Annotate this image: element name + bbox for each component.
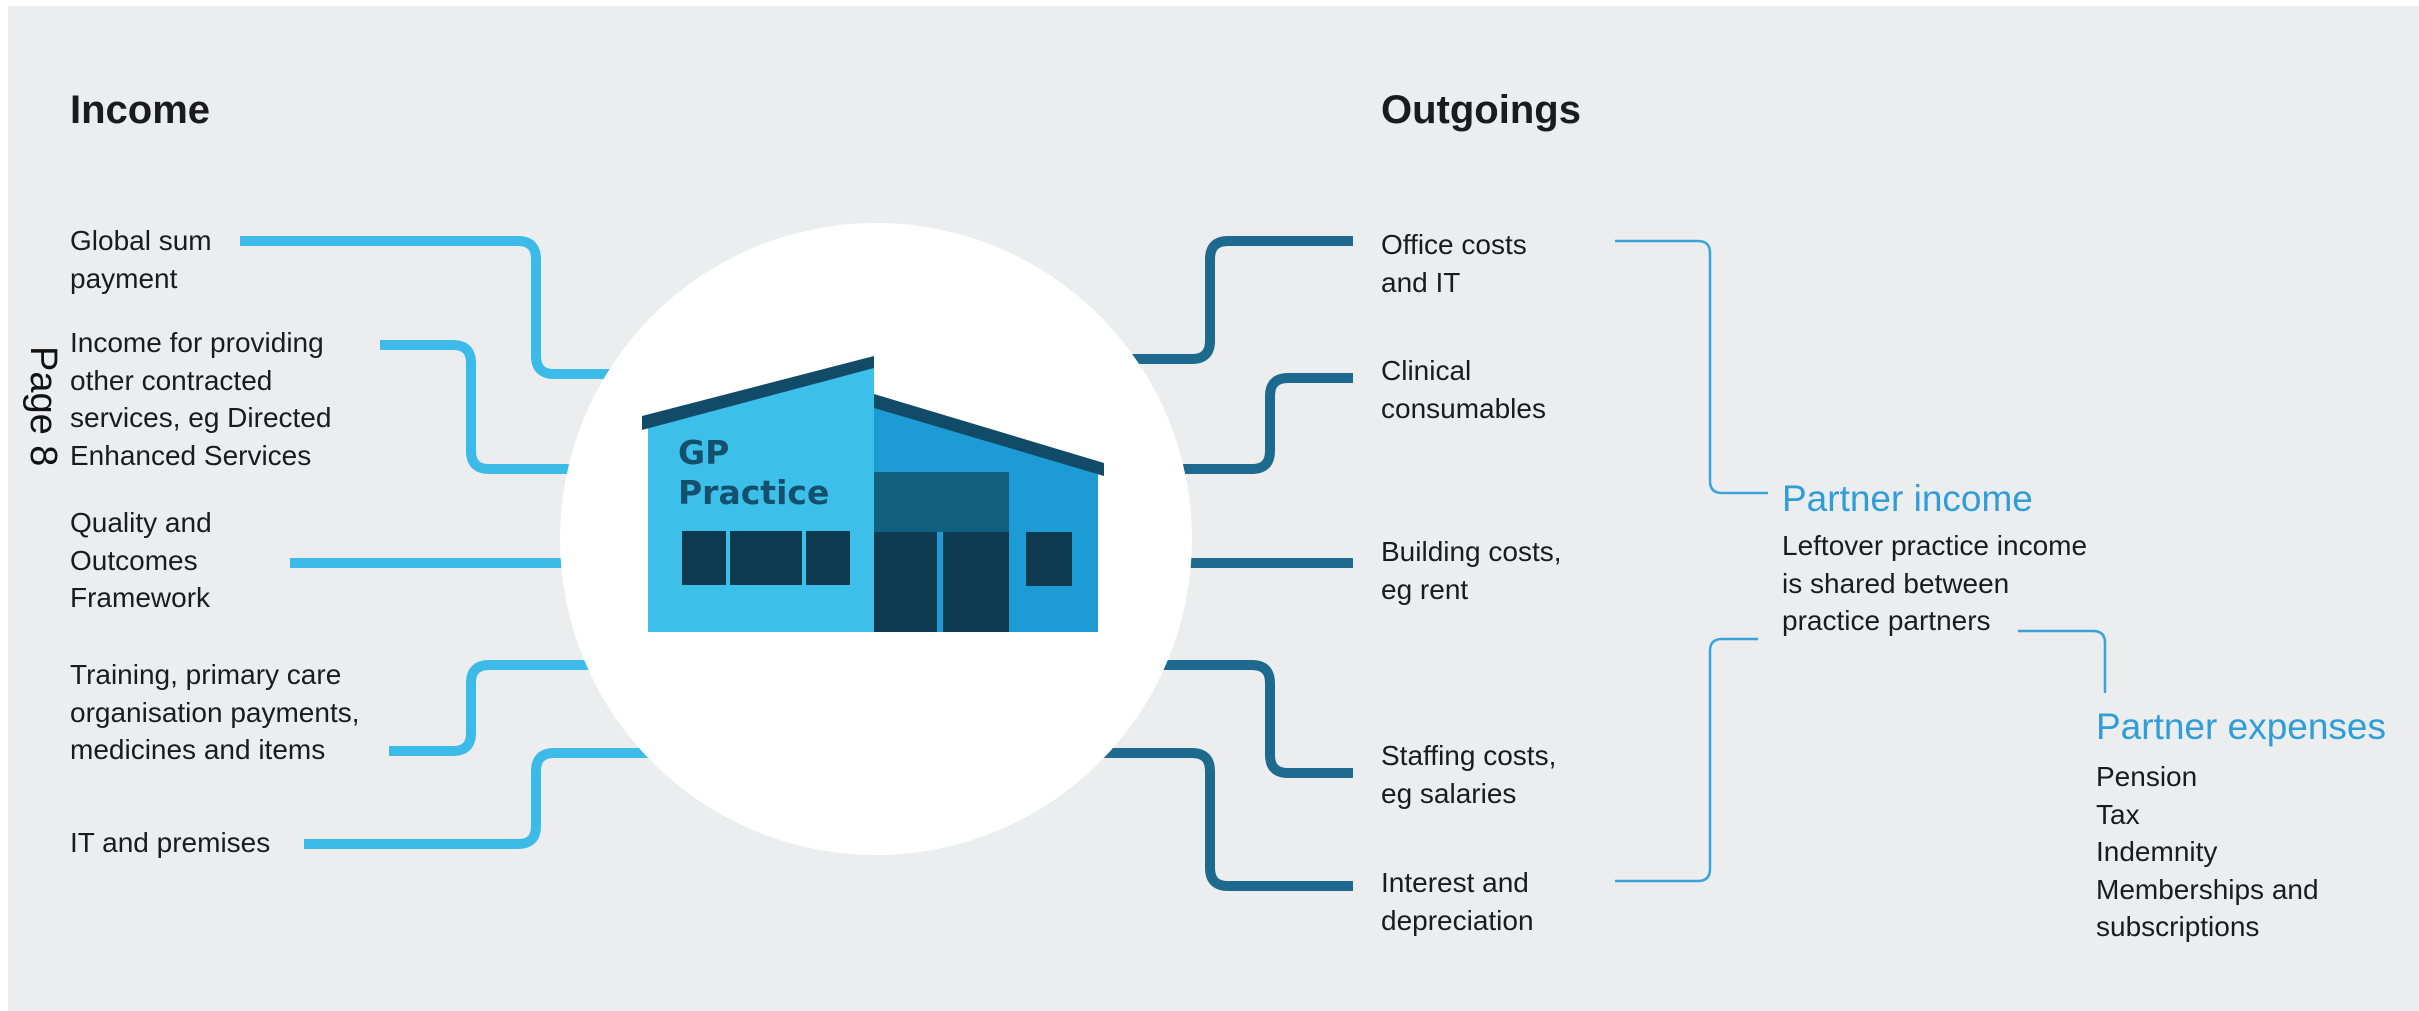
outgoing-connector-office: [1108, 236, 1353, 364]
income-item-global-sum: Global sum payment: [70, 225, 212, 294]
income-item-training: Training, primary care organisation paym…: [70, 659, 360, 765]
expense-item-memberships: Memberships and: [2096, 873, 2319, 905]
page-number-label: Page 8: [22, 346, 64, 467]
partner-expenses-title: Partner expenses: [2096, 706, 2387, 747]
outgoing-item-clinical: Clinical consumables: [1381, 355, 1546, 424]
partner-income-description: Leftover practice income is shared betwe…: [1782, 530, 2088, 636]
outgoings-heading: Outgoings: [1381, 88, 1581, 132]
gp-label-line2: Practice: [678, 473, 829, 512]
flow-diagram: GP Practice: [240, 223, 2107, 891]
outgoing-item-office: Office costs and IT: [1381, 229, 1527, 298]
income-connector-global-sum: [240, 236, 638, 379]
partner-income-title: Partner income: [1782, 478, 2033, 519]
expense-item-indemnity: Indemnity: [2096, 836, 2218, 867]
bracket-from-partner-income: [1615, 637, 1758, 883]
outgoing-item-building: Building costs, eg rent: [1381, 536, 1562, 605]
income-item-qof: Quality and Outcomes Framework: [70, 507, 212, 613]
outgoing-connector-clinical: [1158, 373, 1353, 474]
diagram-panel: GP Practice Page 8 Income Outgoings Glob…: [8, 6, 2419, 1011]
income-connector-it-premises: [304, 748, 668, 849]
bracket-to-partner-expenses: [2018, 629, 2107, 693]
outgoing-connector-interest: [1068, 748, 1353, 891]
partner-brackets: [1615, 239, 2107, 883]
income-item-it-premises: IT and premises: [70, 827, 271, 858]
outgoing-connectors: [1068, 236, 1353, 891]
income-heading: Income: [70, 88, 211, 132]
gp-label-line1: GP: [678, 433, 729, 472]
partner-expenses-list: Pension Tax Indemnity Memberships and su…: [2096, 758, 2319, 946]
bracket-to-partner-income: [1615, 239, 1768, 495]
outgoing-connector-staffing: [1128, 660, 1353, 778]
income-connectors: [240, 236, 668, 849]
income-connector-training: [389, 660, 608, 756]
income-item-other-services: Income for providing other contracted se…: [70, 327, 332, 471]
outgoing-item-staffing: Staffing costs, eg salaries: [1381, 740, 1557, 809]
expense-item-tax: Tax: [2096, 798, 2140, 830]
income-connector-other-services: [380, 340, 598, 474]
expense-item-subscriptions: subscriptions: [2096, 911, 2260, 942]
outgoing-item-interest: Interest and depreciation: [1381, 867, 1534, 936]
gp-practice-building-icon: GP Practice: [642, 356, 1104, 632]
expense-item-pension: Pension: [2096, 761, 2198, 792]
